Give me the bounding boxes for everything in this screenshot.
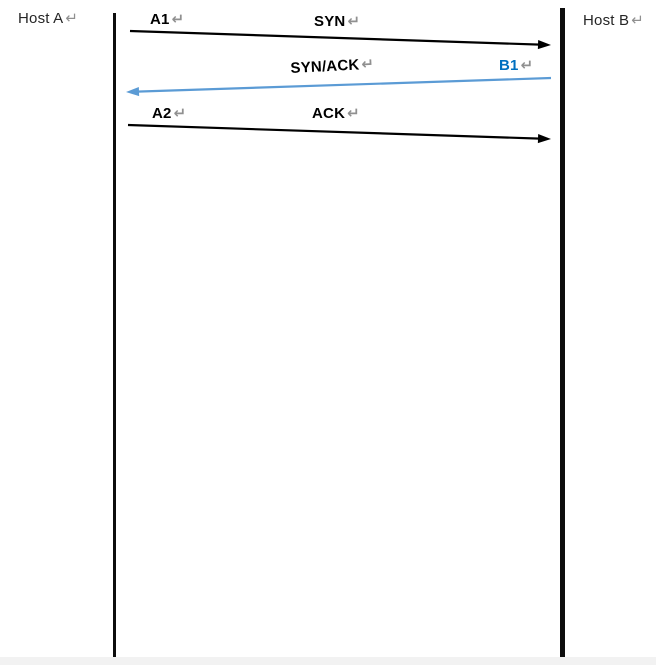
lifeline-host-a: [113, 13, 116, 657]
host-b-text: Host B: [583, 12, 630, 29]
message-seq-label-a1: A1↵: [150, 10, 184, 28]
lifeline-host-b: [560, 8, 565, 657]
page-edge-strip: [0, 657, 656, 665]
syn-ack-text: SYN/ACK: [290, 56, 360, 77]
line-break-mark: ↵: [65, 9, 79, 27]
host-a-label: Host A↵: [18, 9, 78, 27]
seq-a2-text: A2: [152, 105, 172, 122]
ack-arrow-head: [537, 133, 551, 144]
message-seq-label-a2: A2↵: [152, 104, 186, 122]
seq-a1-text: A1: [150, 11, 170, 28]
message-label-ack: ACK↵: [312, 104, 360, 122]
syn-arrow-head: [537, 39, 551, 50]
syn-ack-arrow-head: [126, 86, 140, 97]
ack-text: ACK: [312, 105, 346, 122]
line-break-mark: ↵: [520, 56, 534, 74]
line-break-mark: ↵: [631, 11, 644, 29]
line-break-mark: ↵: [347, 12, 361, 30]
message-label-syn-ack: SYN/ACK↵: [290, 54, 375, 77]
syn-arrow-line: [129, 29, 544, 46]
host-b-label: Host B↵: [583, 11, 644, 29]
line-break-mark: ↵: [171, 10, 185, 28]
syn-ack-arrow-line: [133, 76, 552, 93]
message-label-syn: SYN↵: [314, 12, 360, 30]
host-a-text: Host A: [18, 10, 64, 27]
seq-b1-text: B1: [499, 57, 519, 74]
line-break-mark: ↵: [360, 54, 375, 74]
line-break-mark: ↵: [173, 104, 187, 122]
line-break-mark: ↵: [347, 104, 360, 122]
syn-text: SYN: [314, 13, 346, 30]
ack-arrow-line: [127, 123, 544, 140]
message-seq-label-b1: B1↵: [499, 56, 533, 74]
